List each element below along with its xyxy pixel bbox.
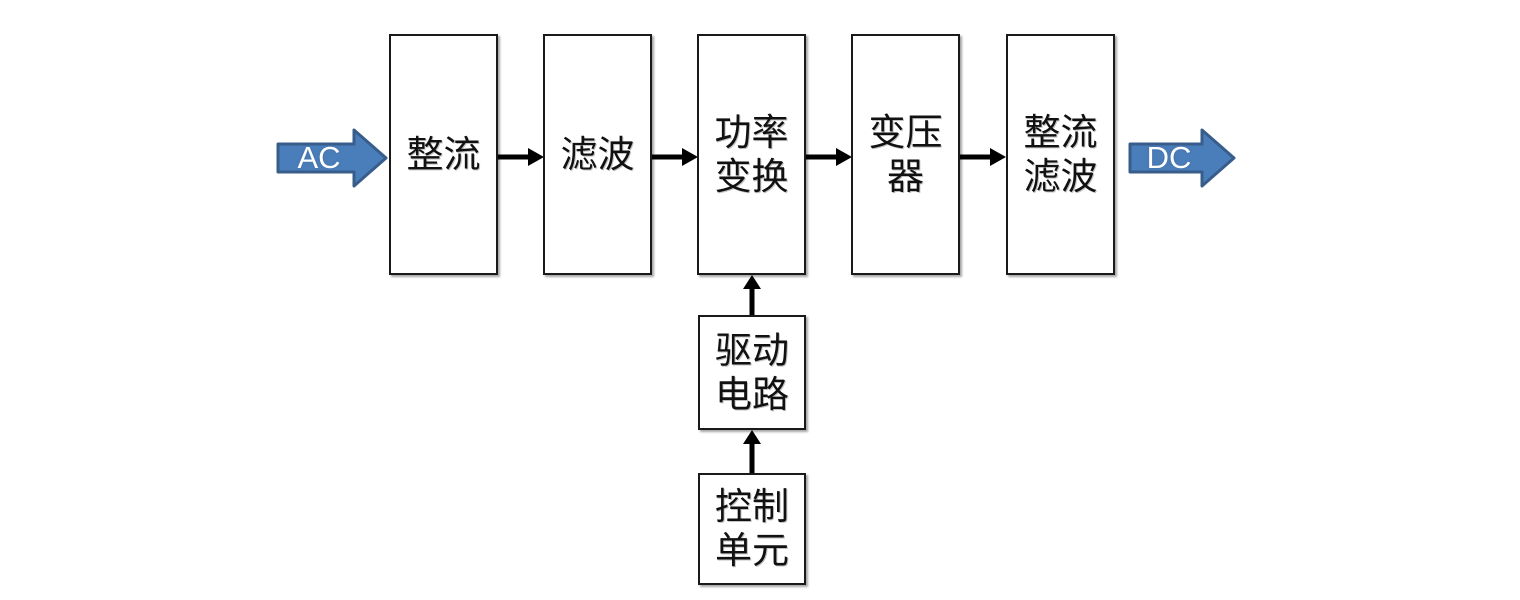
block-filter-label: 滤波	[560, 132, 635, 176]
block-power-conversion[interactable]: 功率变换	[697, 34, 806, 275]
block-filter[interactable]: 滤波	[543, 34, 652, 275]
block-rectifier-filter[interactable]: 整流滤波	[1006, 34, 1115, 275]
block-control-unit[interactable]: 控制单元	[698, 473, 806, 585]
block-drive-circuit[interactable]: 驱动电路	[698, 315, 806, 430]
block-rectifier[interactable]: 整流	[389, 34, 498, 275]
connector-transformer-to-rectifier-filter	[960, 145, 1006, 169]
connector-control-to-drive	[740, 430, 764, 474]
block-drive-circuit-label: 驱动电路	[715, 328, 789, 416]
block-rectifier-filter-label: 整流滤波	[1023, 110, 1098, 198]
block-power-conversion-label: 功率变换	[714, 110, 789, 198]
connector-filter-to-power-conversion	[652, 145, 698, 169]
terminal-arrow-ac: AC	[276, 128, 388, 188]
block-rectifier-label: 整流	[406, 132, 481, 176]
connector-rectifier-to-filter	[498, 145, 544, 169]
connector-power-conversion-to-transformer	[806, 145, 852, 169]
block-transformer[interactable]: 变压器	[851, 34, 960, 275]
terminal-arrow-dc: DC	[1128, 128, 1236, 188]
connector-drive-to-power-conversion	[740, 275, 764, 317]
block-transformer-label: 变压器	[868, 110, 943, 198]
block-control-unit-label: 控制单元	[715, 485, 789, 572]
